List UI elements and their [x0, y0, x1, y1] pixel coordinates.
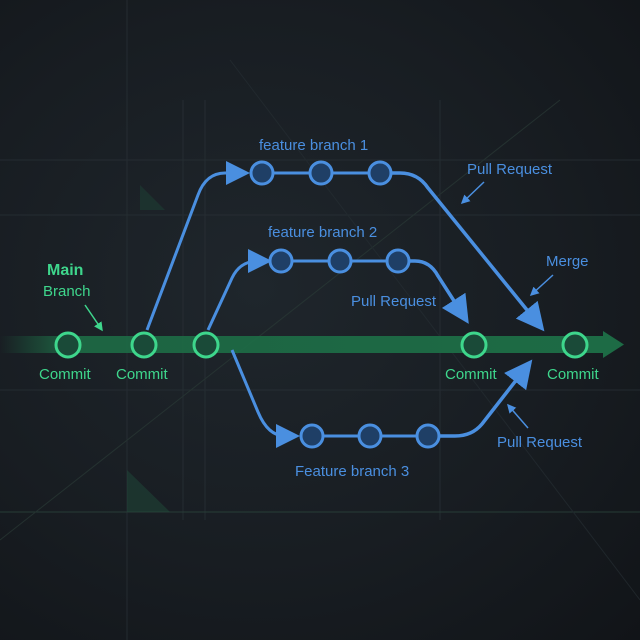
- main-branch-line: [0, 336, 605, 353]
- feature-branch-2-label: feature branch 2: [268, 224, 378, 241]
- main-branch-arrowhead: [603, 331, 624, 358]
- commit-label-1: Commit: [39, 366, 91, 383]
- feature-branch-3-label: Feature branch 3: [295, 463, 410, 480]
- commit-label-3: Commit: [445, 366, 497, 383]
- pull-request-label-3: Pull Request: [497, 434, 583, 451]
- pull-request-label-2: Pull Request: [351, 293, 437, 310]
- commit-label-2: Commit: [116, 366, 168, 383]
- main-branch-subtitle: Branch: [43, 283, 91, 300]
- commit-label-4: Commit: [547, 366, 599, 383]
- feature-3-commits: [299, 423, 441, 449]
- main-commits: [54, 331, 589, 359]
- feature-branch-1-label: feature branch 1: [259, 137, 369, 154]
- merge-label: Merge: [546, 253, 589, 270]
- pull-request-label-1: Pull Request: [467, 161, 553, 178]
- feature-1-commits: [249, 160, 393, 186]
- feature-2-commits: [268, 248, 411, 274]
- main-branch-title: Main: [47, 262, 84, 279]
